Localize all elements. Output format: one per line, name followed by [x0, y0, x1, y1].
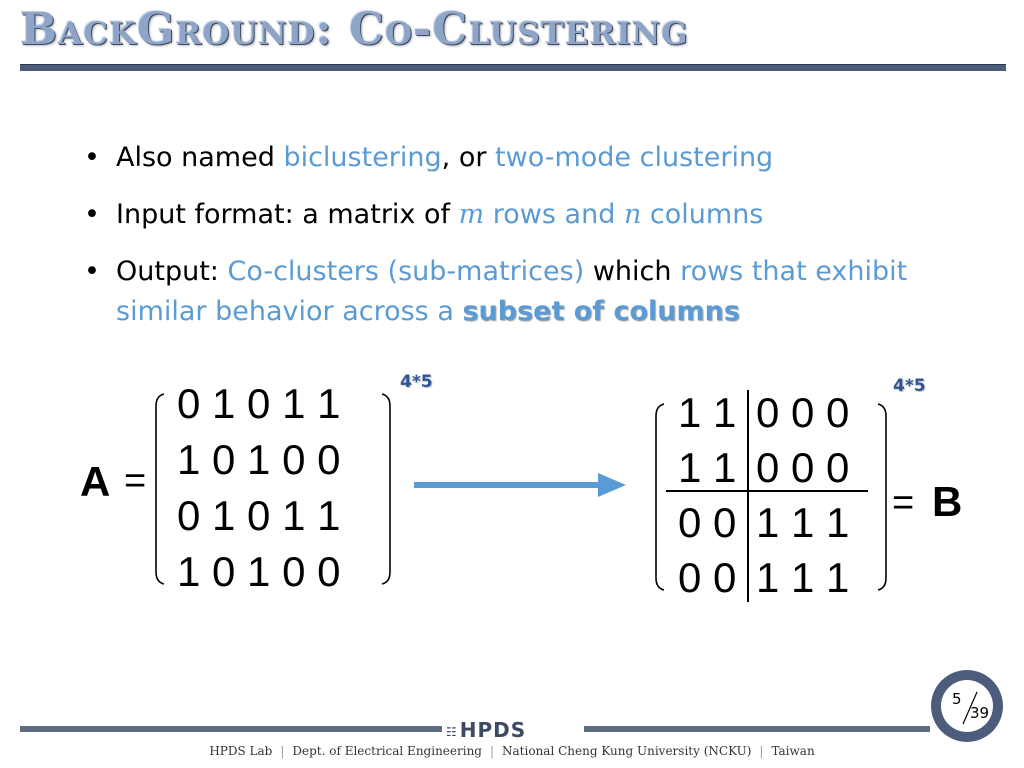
bullet-text: Output: — [116, 256, 228, 287]
bullet-text: Also named — [116, 142, 284, 173]
logo-text: HPDS — [459, 718, 527, 742]
bullet-item: Also named biclustering, or two-mode clu… — [84, 138, 974, 178]
highlight-term: Co-clusters (sub-matrices) — [227, 256, 585, 287]
left-bracket — [155, 393, 165, 585]
footer-item: Taiwan — [771, 744, 815, 758]
page-total: 39 — [970, 704, 990, 722]
bullet-item: Input format: a matrix of m rows and n c… — [84, 195, 974, 235]
left-bracket — [655, 403, 665, 591]
footer-item: Dept. of Electrical Engineering — [292, 744, 482, 758]
matrix-cell-group: 1 1 — [678, 390, 736, 436]
matrix-b-dimensions: 4*5 — [893, 376, 926, 396]
footer-divider-left — [20, 726, 442, 732]
page-indicator-inner — [941, 680, 993, 732]
matrix-a: 0 1 0 1 1 1 0 1 0 0 0 1 0 1 1 1 0 1 0 0 — [155, 380, 391, 594]
matrix-a-label: A — [80, 458, 111, 505]
matrix-row: 0 1 0 1 1 — [177, 492, 340, 539]
page-slash — [962, 691, 978, 725]
right-bracket — [381, 393, 391, 585]
page-current: 5 — [952, 690, 962, 708]
math-variable-n: n — [623, 199, 642, 230]
matrix-cell-group: 1 1 1 — [756, 554, 849, 601]
matrix-b-equals: = — [892, 482, 915, 524]
matrix-cell-group: 1 1 — [678, 444, 736, 491]
footer-item: National Cheng Kung University (NCKU) — [502, 744, 752, 758]
matrix-row: 1 0 1 0 0 — [177, 548, 340, 594]
matrix-cell-group: 0 0 — [678, 499, 736, 546]
bullet-text: Input format: a matrix of — [116, 199, 459, 230]
highlight-term: rows that exhibit similar behavior acros… — [116, 256, 908, 327]
matrix-row: 1 0 1 0 0 — [177, 436, 340, 483]
footer-item: HPDS Lab — [209, 744, 273, 758]
matrix-cell-group: 1 1 1 — [756, 499, 849, 546]
bullet-text: , or — [441, 142, 496, 173]
grid-icon: ☷ — [446, 724, 458, 739]
matrix-cell-group: 0 0 — [678, 554, 736, 601]
matrix-cell-group: 0 0 0 — [756, 390, 849, 436]
footer-separator: | — [489, 744, 495, 758]
matrix-b-label: B — [932, 478, 963, 525]
footer-credits: HPDS Lab | Dept. of Electrical Engineering… — [0, 744, 1024, 758]
math-variable-m: m — [458, 199, 485, 230]
matrix-cell-group: 0 0 0 — [756, 444, 849, 491]
matrix-b: 1 1 0 0 0 1 1 0 0 0 0 0 1 1 1 0 0 1 1 1 — [655, 390, 887, 602]
footer-separator: | — [280, 744, 285, 758]
footer-divider-right — [584, 726, 930, 732]
highlight-term: biclustering — [283, 142, 442, 173]
right-bracket — [877, 403, 887, 591]
emphasis-term: subset of columns — [462, 296, 740, 327]
bullet-list: Also named biclustering, or two-mode clu… — [84, 138, 974, 349]
highlight-term: columns — [641, 199, 764, 230]
highlight-term: two-mode clustering — [495, 142, 774, 173]
transform-arrow — [414, 473, 626, 497]
slide-title: BackGround: Co-Clustering — [20, 4, 689, 55]
bullet-text: which — [584, 256, 681, 287]
hpds-logo: ☷HPDS — [446, 718, 526, 742]
bullet-item: Output: Co-clusters (sub-matrices) which… — [84, 252, 974, 332]
footer-separator: | — [759, 744, 764, 758]
arrow-head — [598, 473, 626, 497]
title-divider — [20, 64, 1006, 71]
matrix-a-dimensions: 4*5 — [400, 372, 433, 392]
matrix-a-equals: = — [124, 460, 147, 502]
highlight-term: rows and — [484, 199, 624, 230]
matrix-row: 0 1 0 1 1 — [177, 380, 340, 427]
